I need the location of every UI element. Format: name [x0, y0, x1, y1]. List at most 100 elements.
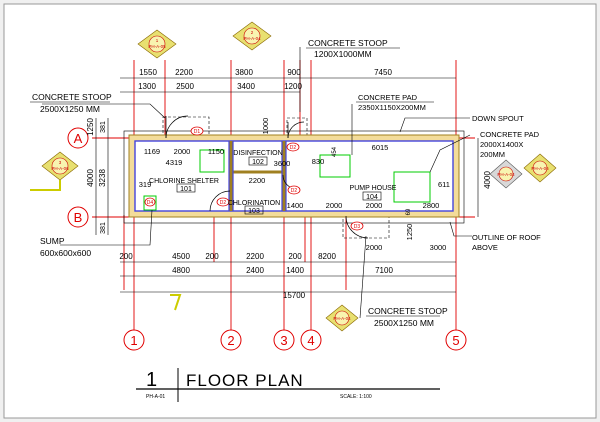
dim-inner-611: 611	[438, 180, 450, 189]
grid-bubble-b: B	[74, 210, 83, 225]
dim-inner-3600: 3600	[274, 159, 291, 168]
dim-left-3238: 3238	[98, 169, 107, 187]
section-left-num: 3	[59, 160, 62, 165]
grid-bubble-4: 4	[307, 333, 314, 348]
callout-stoop-top-size: 1200X1000MM	[314, 49, 372, 59]
roof-outline	[123, 130, 465, 224]
grid-bubble-5: 5	[452, 333, 459, 348]
dim-bot-8200: 8200	[318, 252, 336, 261]
door-tag-d2b: D2	[291, 188, 298, 194]
callout-outline-roof-2: ABOVE	[472, 243, 498, 252]
building-interior	[134, 140, 454, 212]
dim-inner-69: 69	[406, 208, 412, 215]
dim-left-381a: 381	[100, 121, 107, 133]
callout-pad-right-size2: 200MM	[480, 150, 505, 159]
room-name-pump-house: PUMP HOUSE	[350, 185, 397, 192]
leader-lines	[42, 47, 472, 319]
room-name-disinfection: DISINFECTION	[233, 150, 282, 157]
section-top-2-sheet: PH-A-04	[243, 36, 261, 41]
dim-inner-2800: 2800	[423, 201, 440, 210]
callout-pad-top: CONCRETE PAD	[358, 93, 418, 102]
callout-stoop-bottom: CONCRETE STOOP	[368, 306, 448, 316]
dim-bot-4500: 4500	[172, 252, 190, 261]
callout-stoop-tl-size: 2500X1250 MM	[40, 104, 100, 114]
room-number-103: 103	[248, 208, 260, 215]
dim-inner-2000b: 2000	[326, 201, 343, 210]
dim-inner-2000a: 2000	[174, 147, 191, 156]
callout-sump: SUMP	[40, 236, 65, 246]
dim-top-900: 900	[287, 68, 301, 77]
room-number-101: 101	[180, 186, 192, 193]
callout-stoop-top: CONCRETE STOOP	[308, 38, 388, 48]
section-markers	[30, 21, 557, 332]
dim-bot-4800: 4800	[172, 266, 190, 275]
dim-inner-1250: 1250	[405, 224, 414, 241]
section-bottom-sheet: PH-A-04	[333, 316, 351, 321]
callout-underlines	[30, 47, 440, 317]
dim-left-1250: 1250	[86, 118, 95, 136]
door-tag-d2c: D2	[220, 200, 227, 206]
room-number-104: 104	[366, 194, 378, 201]
dim-inner-454: 454	[332, 146, 338, 157]
dim-inner-1000: 1000	[261, 118, 270, 135]
section-right-1-sheet: PH-A-04	[497, 172, 515, 177]
title-text: FLOOR PLAN	[186, 371, 304, 390]
dim-inner-1150: 1150	[208, 147, 224, 156]
section-right-2-sheet: PH-A-06	[531, 166, 549, 171]
title-number: 1	[146, 369, 157, 391]
section-top-2-num: 2	[251, 30, 254, 35]
grid-bubble-3: 3	[280, 333, 287, 348]
dim-inner-4319: 4319	[166, 158, 183, 167]
dim-inner-319: 319	[139, 180, 152, 189]
dim-right-4000: 4000	[483, 171, 492, 189]
dimension-lines	[95, 77, 479, 293]
dim-top-7450: 7450	[374, 68, 392, 77]
dim-top-1550: 1550	[139, 68, 157, 77]
dim-inner-2000c: 2000	[366, 201, 383, 210]
dim-top-1200: 1200	[284, 82, 302, 91]
title-scale: SCALE: 1:100	[340, 394, 372, 400]
dim-top-3400: 3400	[237, 82, 255, 91]
door-tag-d2a: D2	[290, 145, 297, 151]
dim-inner-3000: 3000	[430, 243, 447, 252]
dim-top-3800: 3800	[235, 68, 253, 77]
section-top-1-sheet: PH-A-05	[148, 44, 166, 49]
dim-top-1300: 1300	[138, 82, 156, 91]
callout-pad-right: CONCRETE PAD	[480, 130, 540, 139]
grid-bubbles	[67, 127, 467, 351]
dim-overall-15700: 15700	[283, 291, 306, 300]
interior-wall-lines	[228, 141, 287, 211]
door-tag-d3: D3	[354, 224, 361, 230]
dim-bot-200b: 200	[205, 252, 219, 261]
callout-pad-right-size1: 2000X1400X	[480, 140, 523, 149]
dim-inner-830: 830	[312, 157, 325, 166]
dim-bot-2200: 2200	[246, 252, 264, 261]
callout-down-spout: DOWN SPOUT	[472, 114, 524, 123]
room-number-102: 102	[252, 159, 264, 166]
callout-outline-roof-1: OUTLINE OF ROOF	[472, 233, 541, 242]
dim-bot-200a: 200	[119, 252, 133, 261]
dim-inner-1400: 1400	[287, 201, 304, 210]
title-block: 1 FLOOR PLAN PH-A-01 SCALE: 1:100	[136, 368, 440, 402]
dim-bot-200c: 200	[288, 252, 302, 261]
door-tag-d4: D4	[147, 200, 154, 206]
dim-inner-2000d: 2000	[366, 243, 383, 252]
section-left-sheet: PH-A-06	[51, 166, 69, 171]
door-tags	[144, 126, 364, 231]
dim-inner-6015: 6015	[372, 143, 389, 152]
grid-bubble-1: 1	[130, 333, 137, 348]
grid-bubble-a: A	[74, 131, 83, 146]
door-tag-d1: D1	[194, 129, 201, 135]
equipment	[143, 149, 431, 211]
interior-walls	[229, 141, 286, 211]
room-number-boxes	[176, 156, 382, 215]
dim-left-4000: 4000	[86, 169, 95, 187]
grid-bubble-2: 2	[227, 333, 234, 348]
callout-sump-size: 600x600x600	[40, 248, 91, 258]
dim-bot-1400: 1400	[286, 266, 304, 275]
callout-stoop-bottom-size: 2500X1250 MM	[374, 318, 434, 328]
dim-top-2500: 2500	[176, 82, 194, 91]
dim-inner-1169: 1169	[144, 147, 160, 156]
dim-inner-2200: 2200	[249, 176, 266, 185]
